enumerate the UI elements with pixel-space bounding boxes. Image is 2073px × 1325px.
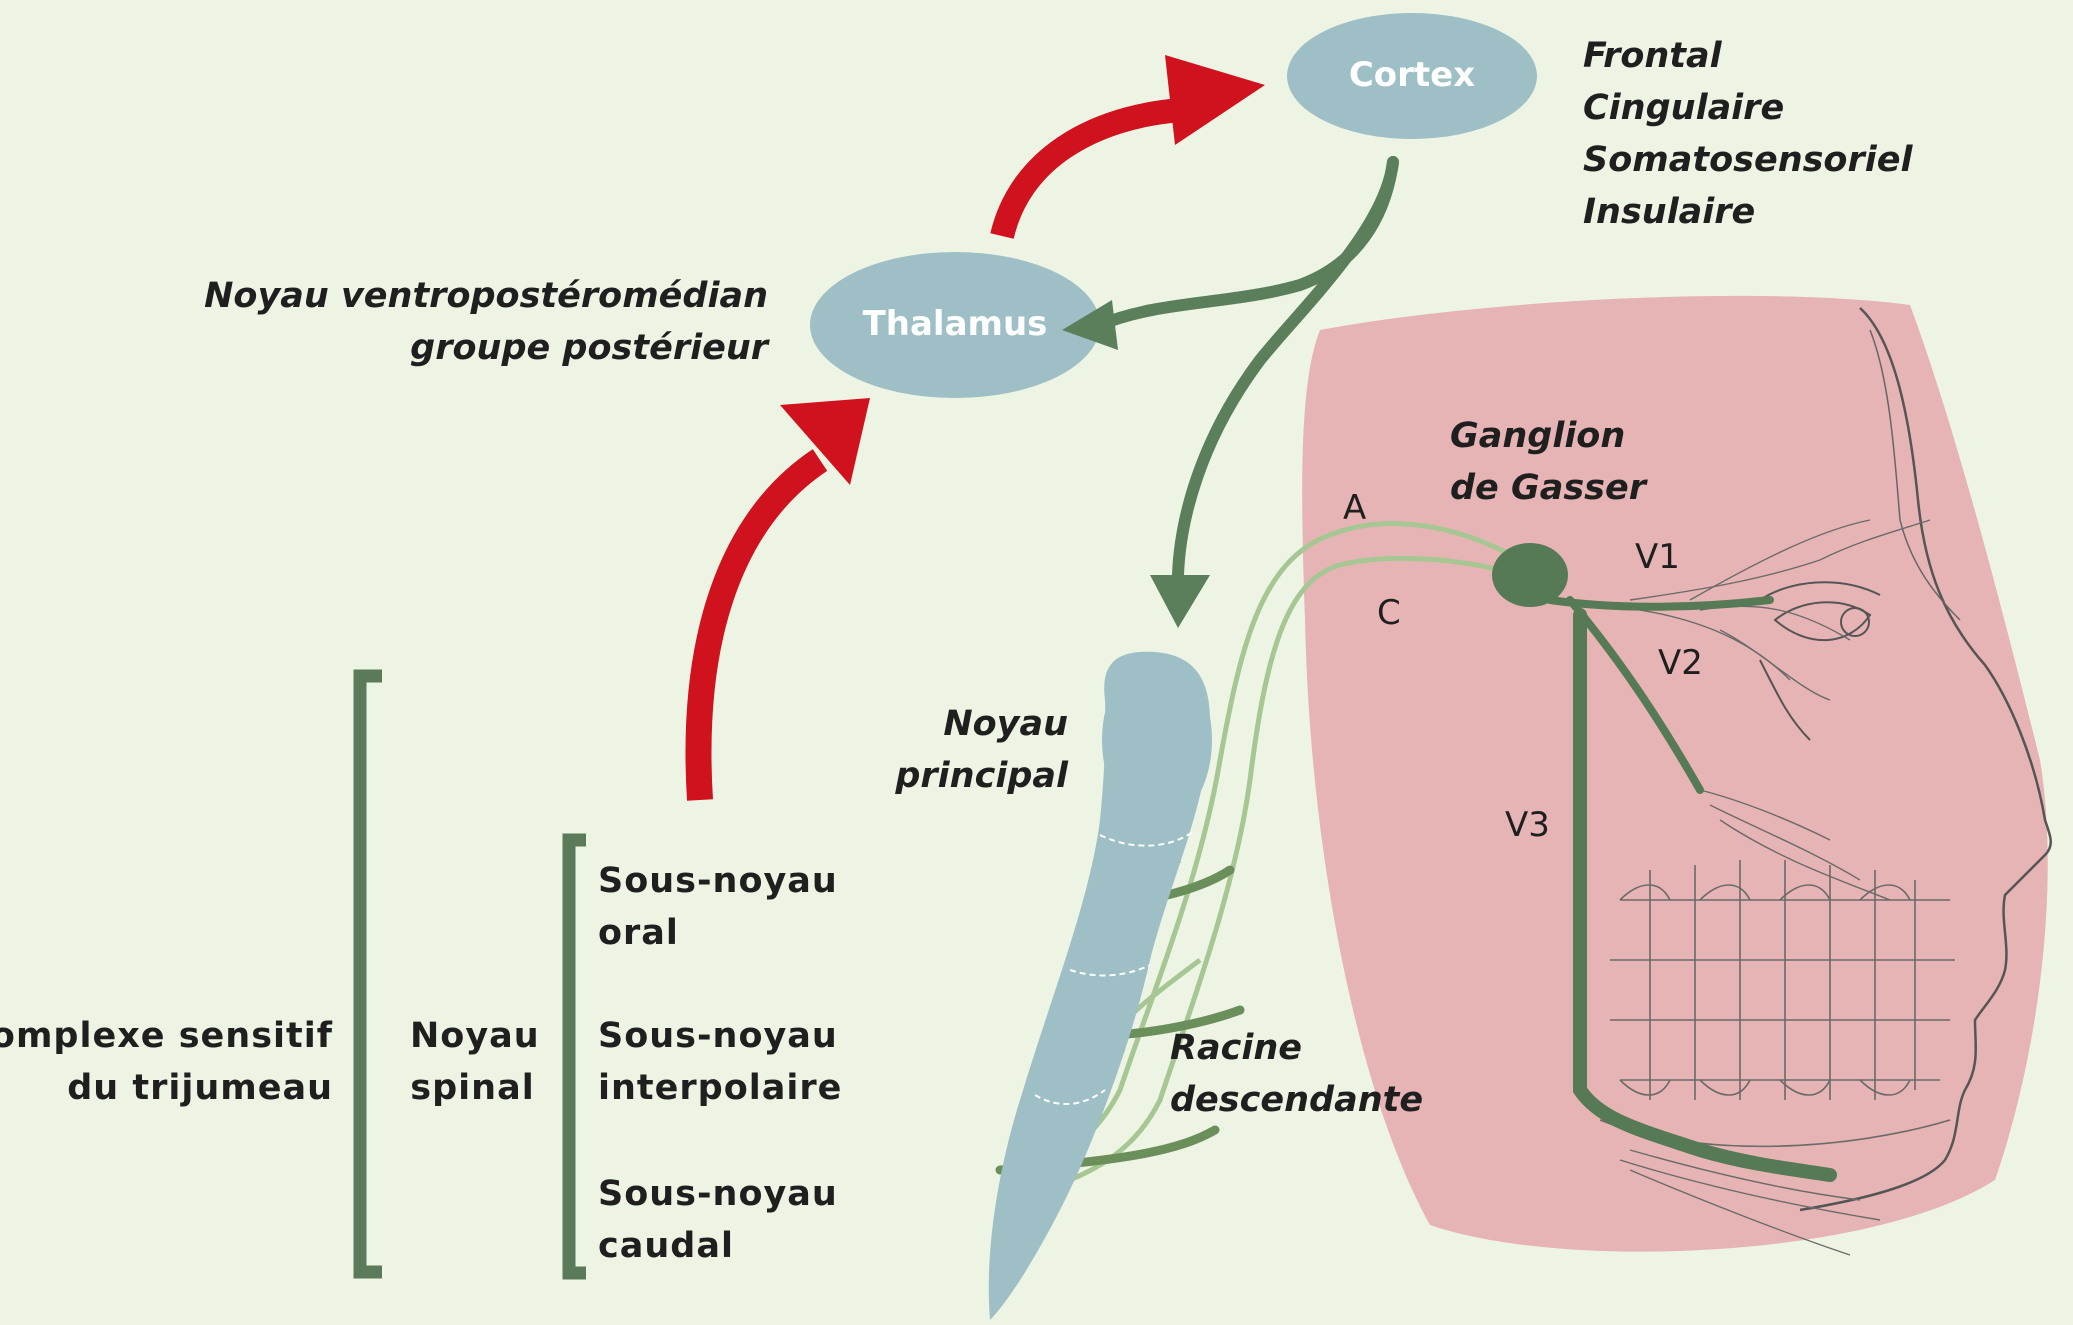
thalamus-label: Thalamus [845, 304, 1065, 344]
region-insulaire: Insulaire [1583, 186, 1912, 238]
arrowhead-to-noyau [1150, 575, 1210, 628]
ganglion-line1: Ganglion [1450, 410, 1646, 462]
brackets [360, 676, 586, 1273]
sous-noyau-caudal-line1: Sous-noyau [598, 1168, 838, 1220]
sous-noyau-oral: Sous-noyau oral [598, 855, 838, 959]
noyau-principal-head [1102, 655, 1212, 825]
region-cingulaire: Cingulaire [1583, 82, 1912, 134]
noyau-spinal-line2: spinal [410, 1062, 535, 1114]
fiber-c-label: C [1377, 593, 1401, 633]
ascending-arrow-thalamus [1002, 110, 1180, 236]
branch-v2-label: V2 [1658, 643, 1703, 683]
ascending-arrow-spinal [699, 460, 821, 800]
region-frontal: Frontal [1583, 30, 1912, 82]
noyau-principal-label: Noyau principal [895, 698, 1068, 802]
fiber-a-label: A [1343, 488, 1366, 528]
sous-noyau-interpolaire-line1: Sous-noyau [598, 1010, 842, 1062]
sous-noyau-caudal: Sous-noyau caudal [598, 1168, 838, 1272]
complexe-label: Complexe sensitif du trijumeau [0, 1010, 333, 1114]
racine-line1: Racine [1170, 1022, 1423, 1074]
cortex-label: Cortex [1320, 55, 1504, 95]
thalamus-note: Noyau ventropostéromédian groupe postéri… [204, 270, 768, 374]
thalamus-note-line1: Noyau ventropostéromédian [204, 270, 768, 322]
sous-noyau-interpolaire-line2: interpolaire [598, 1062, 842, 1114]
sous-noyau-interpolaire: Sous-noyau interpolaire [598, 1010, 842, 1114]
bracket-complexe [360, 676, 382, 1272]
branch-v3-label: V3 [1505, 805, 1550, 845]
ganglion-line2: de Gasser [1450, 462, 1646, 514]
noyau-principal-line1: Noyau [895, 698, 1068, 750]
bracket-spinal [569, 840, 586, 1273]
ascending-arrowhead-cortex [1165, 55, 1265, 145]
complexe-line2: du trijumeau [0, 1062, 333, 1114]
region-somatosensoriel: Somatosensoriel [1583, 134, 1912, 186]
noyau-spinal-line1: Noyau [410, 1010, 535, 1062]
sous-noyau-oral-line2: oral [598, 907, 838, 959]
sous-noyau-oral-line1: Sous-noyau [598, 855, 838, 907]
ganglion-label: Ganglion de Gasser [1450, 410, 1646, 514]
sous-noyau-caudal-line2: caudal [598, 1220, 838, 1272]
noyau-principal-line2: principal [895, 750, 1068, 802]
thalamus-note-line2: groupe postérieur [204, 322, 768, 374]
racine-label: Racine descendante [1170, 1022, 1423, 1126]
noyau-spinal-label: Noyau spinal [410, 1010, 535, 1114]
complexe-line1: Complexe sensitif [0, 1010, 333, 1062]
cortex-regions: Frontal Cingulaire Somatosensoriel Insul… [1583, 30, 1912, 238]
branch-v1-label: V1 [1635, 537, 1680, 577]
racine-line2: descendante [1170, 1074, 1423, 1126]
